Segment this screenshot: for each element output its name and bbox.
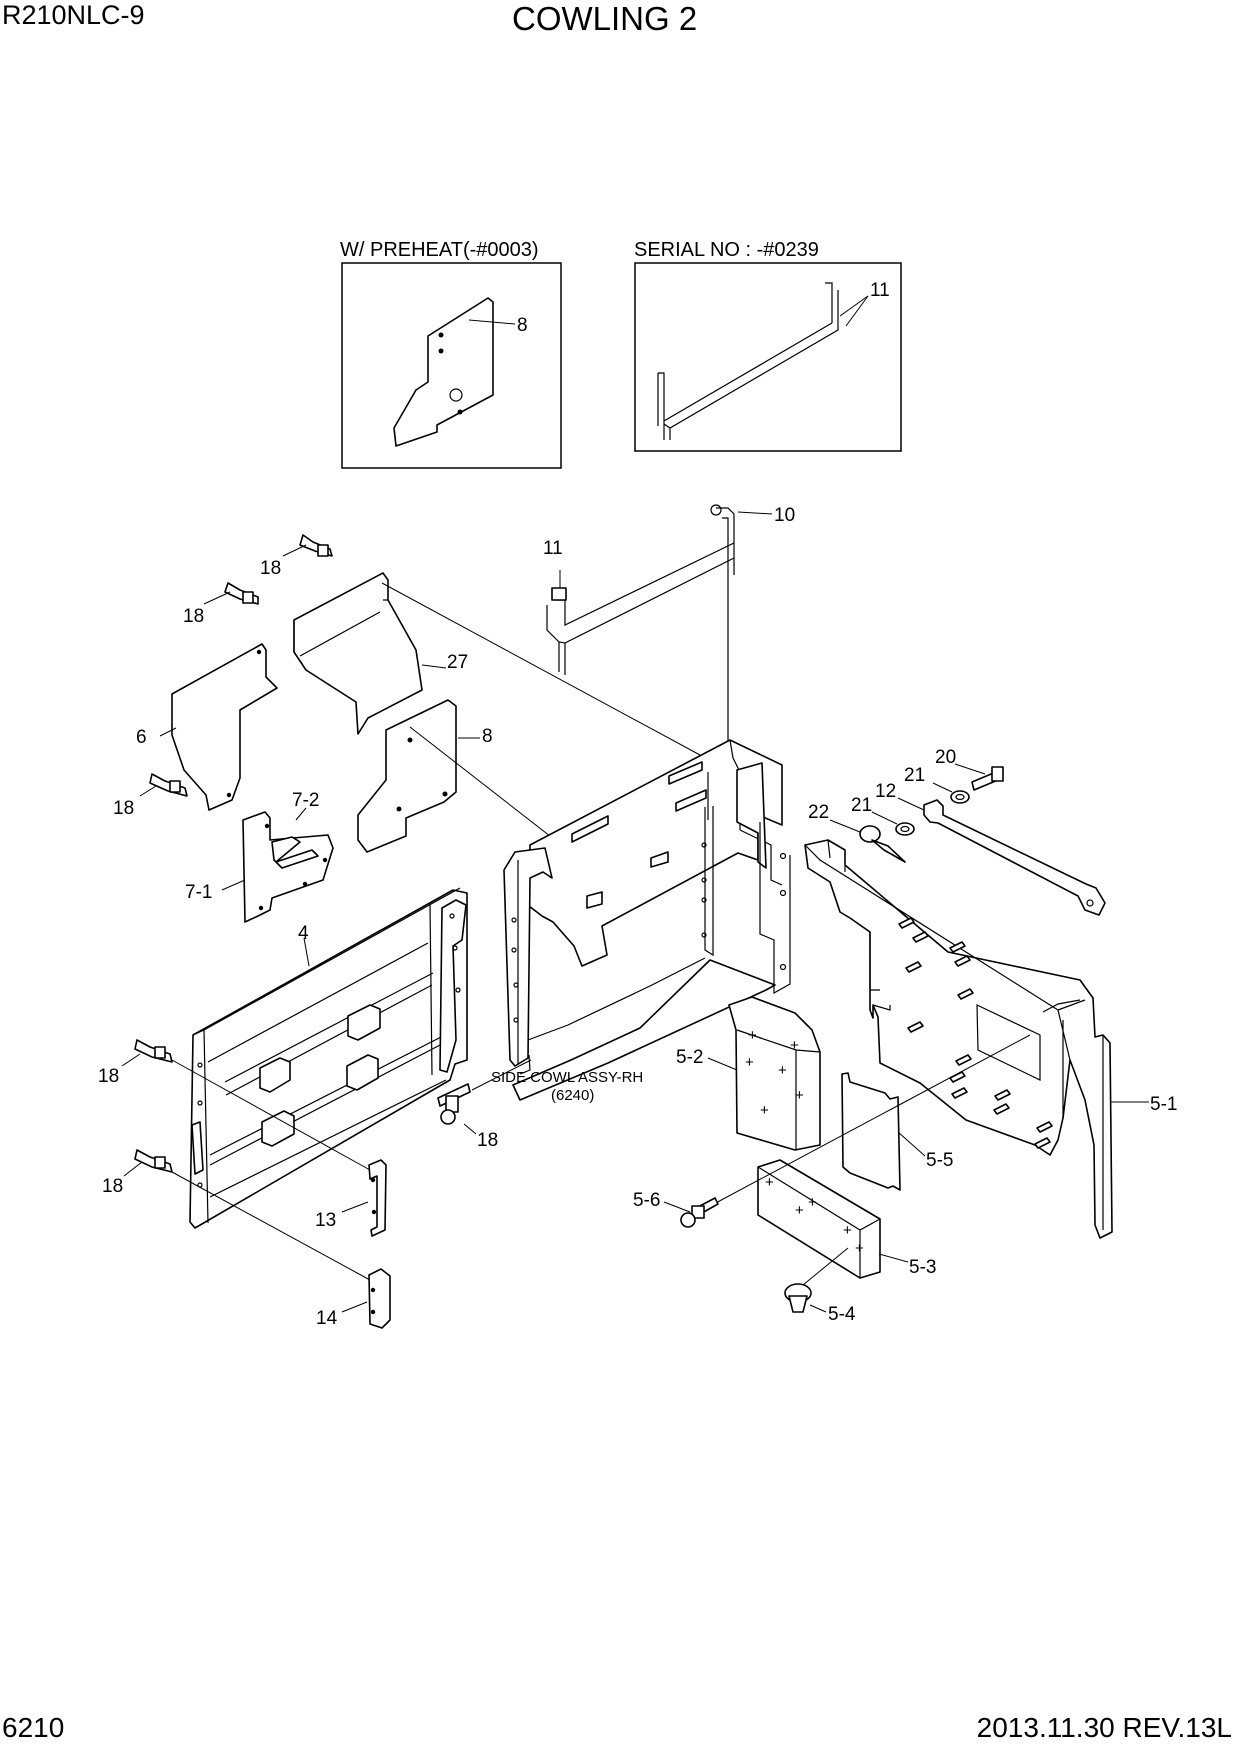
page-title: COWLING 2 xyxy=(512,0,698,37)
inset-preheat-frame xyxy=(341,262,562,469)
svg-text:+: + xyxy=(748,1027,757,1044)
plate-8: 8 xyxy=(357,699,493,853)
label-13: 13 xyxy=(315,1210,336,1231)
label-18-c: 18 xyxy=(113,798,134,819)
label-5-1: 5-1 xyxy=(1150,1094,1177,1115)
label-18-a: 18 xyxy=(260,558,281,579)
bolt-18-f: 18 xyxy=(437,1083,498,1151)
inset-label-11: 11 xyxy=(870,280,890,301)
side-panel-5-1: 5-1 xyxy=(804,839,1177,1239)
plate-8-inset xyxy=(393,297,494,447)
svg-text:+: + xyxy=(855,1240,864,1257)
svg-text:+: + xyxy=(760,1102,769,1119)
bar-11-inset xyxy=(657,282,839,440)
clip-5-4: 5-4 xyxy=(784,1247,856,1325)
panel-4: 4 xyxy=(189,887,468,1229)
bolt-18-e: 18 xyxy=(102,1149,173,1197)
model-name: R210NLC-9 xyxy=(2,0,145,30)
cover-27: 27 xyxy=(293,572,468,735)
label-5-2: 5-2 xyxy=(676,1047,703,1068)
note-side-cowl: SIDE COWL ASSY-RH xyxy=(491,1069,643,1086)
label-5-3: 5-3 xyxy=(909,1257,936,1278)
bar-11: 11 xyxy=(543,538,735,675)
bracket-13: 13 xyxy=(315,1159,387,1237)
rod-12: 12 xyxy=(875,781,1106,916)
bolt-5-6: 5-6 xyxy=(633,1034,1031,1228)
svg-text:+: + xyxy=(790,1037,799,1054)
label-18-e: 18 xyxy=(102,1176,123,1197)
label-7-2: 7-2 xyxy=(292,790,319,811)
label-5-6: 5-6 xyxy=(633,1190,660,1211)
bracket-7-2: 7-2 xyxy=(271,790,319,869)
label-21-b: 21 xyxy=(851,795,872,816)
svg-text:+: + xyxy=(795,1087,804,1104)
svg-text:+: + xyxy=(795,1202,804,1219)
revision-date: 2013.11.30 REV.13L xyxy=(976,1712,1232,1743)
bolt-18-d: 18 xyxy=(98,1039,173,1087)
label-20: 20 xyxy=(935,747,956,768)
plate-7-1: 7-1 xyxy=(185,811,334,923)
label-8: 8 xyxy=(482,726,493,747)
label-10: 10 xyxy=(774,505,795,526)
pad-5-2: + + + + + + 5-2 xyxy=(676,996,821,1151)
label-14: 14 xyxy=(316,1308,338,1329)
bolt-18-b: 18 xyxy=(183,582,259,627)
svg-text:+: + xyxy=(765,1174,774,1191)
inset-preheat-caption: W/ PREHEAT(-#0003) xyxy=(340,239,539,261)
bolt-18-c: 18 xyxy=(113,773,188,819)
label-12: 12 xyxy=(875,781,896,802)
side-cowl-frame xyxy=(503,739,791,1101)
washer-21-b: 21 xyxy=(851,795,915,836)
svg-text:+: + xyxy=(778,1062,787,1079)
label-5-5: 5-5 xyxy=(926,1150,953,1171)
inset-preheat: W/ PREHEAT(-#0003) 8 xyxy=(340,239,562,469)
inset-label-8: 8 xyxy=(517,315,528,336)
svg-text:+: + xyxy=(808,1194,817,1211)
pad-5-5: 5-5 xyxy=(841,1072,953,1191)
label-4: 4 xyxy=(298,923,309,944)
note-side-cowl-ref: (6240) xyxy=(551,1087,594,1104)
rod-10: 10 xyxy=(710,504,795,760)
svg-text:+: + xyxy=(745,1054,754,1071)
label-11: 11 xyxy=(543,538,563,559)
inset-serial: SERIAL NO : -#0239 11 xyxy=(634,239,902,452)
label-5-4: 5-4 xyxy=(828,1304,856,1325)
inset-serial-frame xyxy=(634,262,902,452)
label-27: 27 xyxy=(447,652,468,673)
svg-text:+: + xyxy=(843,1222,852,1239)
inset-serial-caption: SERIAL NO : -#0239 xyxy=(634,239,819,261)
label-7-1: 7-1 xyxy=(185,882,212,903)
label-18-f: 18 xyxy=(477,1130,498,1151)
washer-21-a: 21 xyxy=(904,765,970,804)
label-18-b: 18 xyxy=(183,606,204,627)
bolt-20: 20 xyxy=(935,747,1004,791)
label-21-a: 21 xyxy=(904,765,925,786)
bracket-14: 14 xyxy=(316,1268,391,1329)
pad-5-3: + + + + + 5-3 xyxy=(757,1159,936,1279)
label-22: 22 xyxy=(808,802,829,823)
page-number: 6210 xyxy=(2,1712,65,1743)
label-18-d: 18 xyxy=(98,1066,119,1087)
bolt-18-a: 18 xyxy=(260,534,333,579)
label-6: 6 xyxy=(136,727,147,748)
pin-22: 22 xyxy=(808,802,906,863)
plate-6: 6 xyxy=(136,643,278,811)
